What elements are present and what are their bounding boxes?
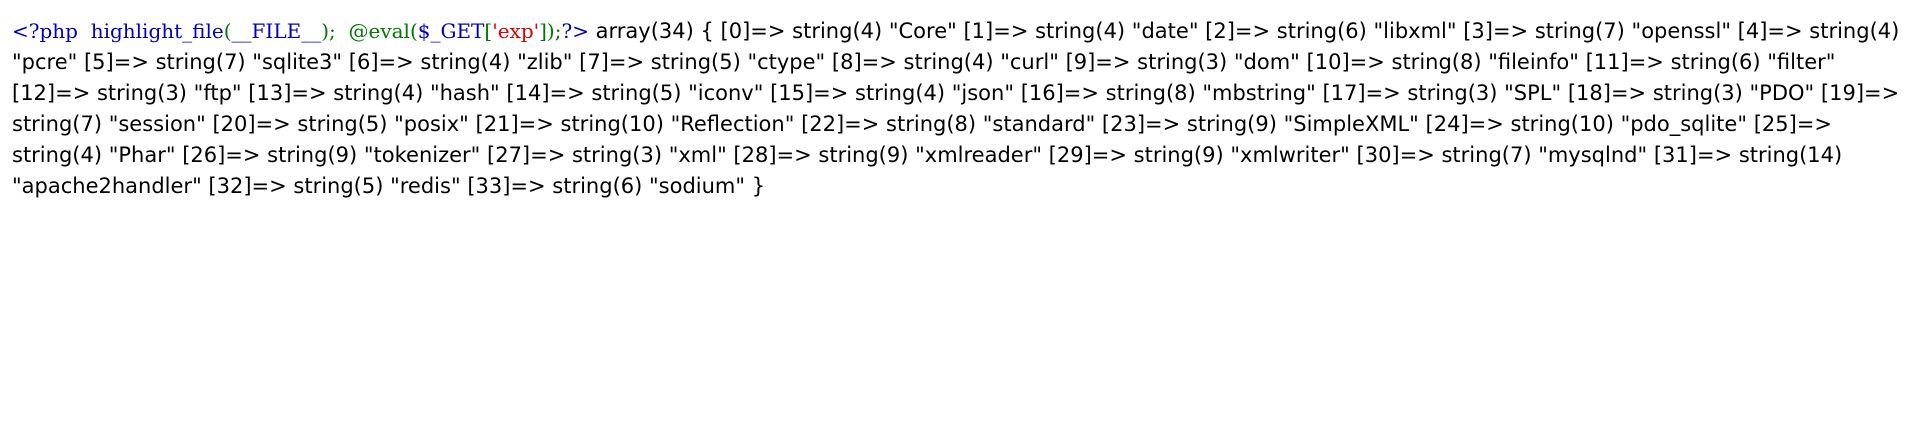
array-entry: [17]=> string(3) "SPL" (1322, 81, 1562, 105)
php-open-tag: <?php (12, 19, 78, 43)
array-entry: [11]=> string(6) "filter" (1585, 50, 1836, 74)
var-dump-output: array(34) { [0]=> string(4) "Core" [1]=>… (12, 19, 1899, 198)
array-header: array(34) { (595, 19, 714, 43)
array-entry: [30]=> string(7) "mysqlnd" (1356, 143, 1648, 167)
page-output: <?php highlight_file(__FILE__); @eval($_… (12, 16, 1908, 202)
array-entry: [1]=> string(4) "date" (963, 19, 1199, 43)
php-close-tag: ?> (561, 19, 589, 43)
array-entry: [16]=> string(8) "mbstring" (1020, 81, 1316, 105)
get-superglobal: $_GET (417, 19, 485, 43)
paren-open: ( (223, 19, 232, 43)
paren-close: ); (321, 19, 336, 43)
highlight-file-function: highlight_file (90, 19, 224, 43)
array-entry: [32]=> string(5) "redis" (208, 174, 461, 198)
eval-call: @eval( (348, 19, 418, 43)
array-entry: [27]=> string(3) "xml" (487, 143, 727, 167)
array-entry: [23]=> string(9) "SimpleXML" (1101, 112, 1419, 136)
array-entry: [25]=> string(4) "Phar" (12, 112, 1832, 167)
array-entry: [9]=> string(3) "dom" (1065, 50, 1300, 74)
array-entry: [15]=> string(4) "json" (770, 81, 1014, 105)
array-entry: [7]=> string(5) "ctype" (579, 50, 826, 74)
array-entry: [14]=> string(5) "iconv" (506, 81, 764, 105)
file-constant: __FILE__ (231, 19, 322, 43)
array-entry: [18]=> string(3) "PDO" (1567, 81, 1815, 105)
array-entry: [12]=> string(3) "ftp" (12, 81, 242, 105)
array-entry: [33]=> string(6) "sodium" (467, 174, 746, 198)
array-entries: [0]=> string(4) "Core" [1]=> string(4) "… (12, 19, 1899, 198)
array-entry: [8]=> string(4) "curl" (831, 50, 1059, 74)
bracket-close: ]); (539, 19, 562, 43)
array-entry: [2]=> string(6) "libxml" (1205, 19, 1457, 43)
array-entry: [31]=> string(14) "apache2handler" (12, 143, 1843, 198)
array-entry: [29]=> string(9) "xmlwriter" (1048, 143, 1350, 167)
array-entry: [28]=> string(9) "xmlreader" (733, 143, 1042, 167)
array-entry: [13]=> string(4) "hash" (248, 81, 500, 105)
array-entry: [21]=> string(10) "Reflection" (475, 112, 795, 136)
exp-key-string: 'exp' (492, 19, 540, 43)
array-entry: [0]=> string(4) "Core" (720, 19, 957, 43)
array-entry: [4]=> string(4) "pcre" (12, 19, 1900, 74)
highlighted-php-source: <?php highlight_file(__FILE__); @eval($_… (12, 19, 589, 43)
array-entry: [20]=> string(5) "posix" (212, 112, 469, 136)
array-footer: } (751, 174, 766, 198)
array-entry: [5]=> string(7) "sqlite3" (83, 50, 343, 74)
array-entry: [10]=> string(8) "fileinfo" (1306, 50, 1579, 74)
array-entry: [3]=> string(7) "openssl" (1463, 19, 1731, 43)
array-entry: [24]=> string(10) "pdo_sqlite" (1425, 112, 1747, 136)
array-entry: [19]=> string(7) "session" (12, 81, 1900, 136)
array-entry: [26]=> string(9) "tokenizer" (182, 143, 481, 167)
bracket-open: [ (484, 19, 493, 43)
array-entry: [22]=> string(8) "standard" (801, 112, 1096, 136)
array-entry: [6]=> string(4) "zlib" (348, 50, 573, 74)
